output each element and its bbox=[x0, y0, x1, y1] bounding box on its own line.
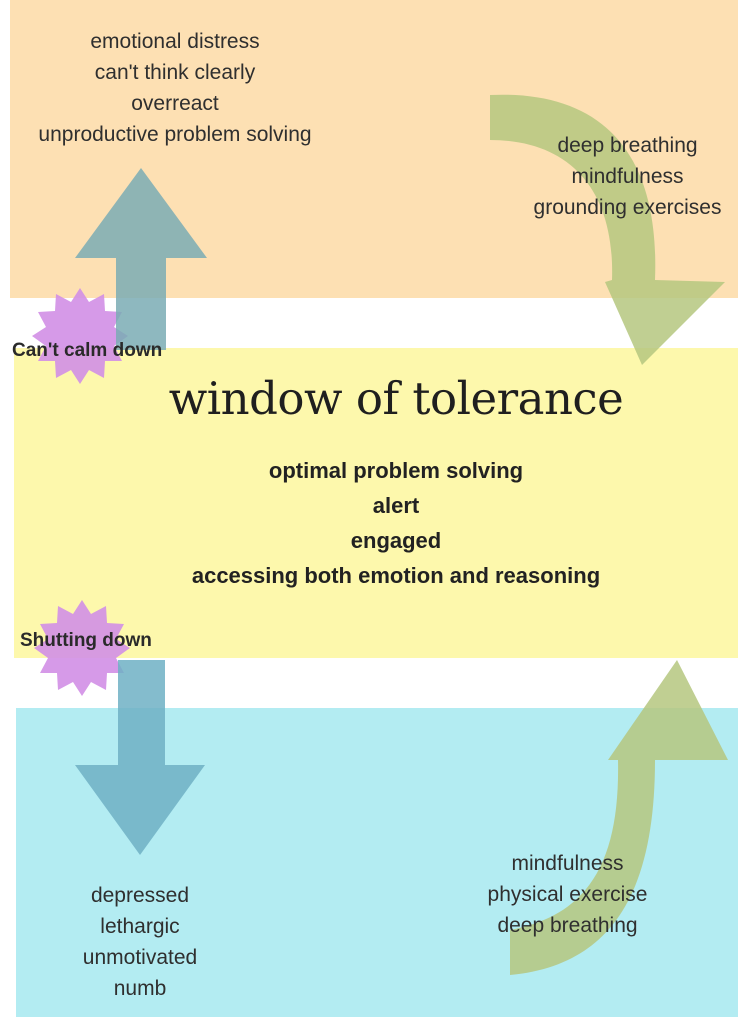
list-item: deep breathing bbox=[497, 914, 638, 937]
purple-burst-icon bbox=[34, 600, 130, 696]
list-item: engaged bbox=[350, 528, 442, 553]
list-item: numb bbox=[113, 977, 167, 1000]
calming-strategies-list: deep breathing mindfulness grounding exe… bbox=[520, 130, 735, 223]
page-title: window of tolerance bbox=[168, 372, 624, 425]
list-item: unmotivated bbox=[82, 946, 198, 969]
list-item: physical exercise bbox=[487, 883, 648, 906]
list-item: depressed bbox=[90, 884, 190, 907]
list-item: lethargic bbox=[100, 915, 180, 938]
list-item: alert bbox=[372, 493, 420, 518]
shutting-down-label: Shutting down bbox=[20, 630, 152, 651]
list-item: mindfulness bbox=[511, 852, 624, 875]
list-item: overreact bbox=[131, 92, 219, 115]
list-item: grounding exercises bbox=[533, 196, 722, 219]
purple-burst-icon bbox=[32, 288, 128, 384]
activate-up-arrow bbox=[510, 660, 728, 975]
list-item: mindfulness bbox=[571, 165, 684, 188]
cant-calm-down-label: Can't calm down bbox=[12, 340, 163, 361]
up-arrow-icon bbox=[75, 168, 207, 350]
list-item: accessing both emotion and reasoning bbox=[191, 563, 601, 588]
window-traits-list: optimal problem solving alert engaged ac… bbox=[60, 453, 732, 593]
list-item: can't think clearly bbox=[94, 61, 256, 84]
down-arrow-icon bbox=[75, 660, 205, 855]
activating-strategies-list: mindfulness physical exercise deep breat… bbox=[470, 848, 665, 941]
list-item: unproductive problem solving bbox=[38, 123, 312, 146]
hyperarousal-list: emotional distress can't think clearly o… bbox=[10, 26, 340, 150]
list-item: optimal problem solving bbox=[268, 458, 524, 483]
list-item: emotional distress bbox=[90, 30, 260, 53]
list-item: deep breathing bbox=[557, 134, 698, 157]
calm-down-arrow bbox=[490, 94, 725, 365]
hypoarousal-list: depressed lethargic unmotivated numb bbox=[50, 880, 230, 1004]
window-of-tolerance-zone bbox=[14, 348, 738, 658]
